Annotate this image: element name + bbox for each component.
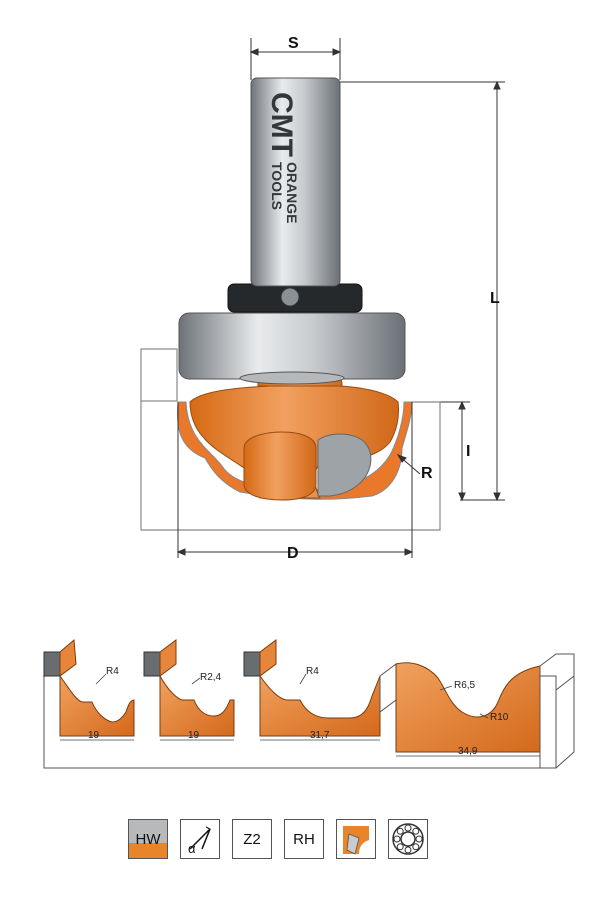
cutter-lower-boss xyxy=(243,431,317,501)
profile-strip xyxy=(42,638,575,769)
rh-icon-label: RH xyxy=(293,830,315,848)
dim-label-s: S xyxy=(288,35,299,52)
dim-label-d: D xyxy=(287,545,299,562)
hw-icon: HW xyxy=(128,819,168,859)
profile-3 xyxy=(243,639,381,737)
cutter-icon-graphic xyxy=(343,826,369,855)
dim-label-i: I xyxy=(466,443,470,460)
profile-4-radius: R6,5 xyxy=(454,680,476,691)
z2-icon: Z2 xyxy=(232,819,272,859)
length-dimension xyxy=(323,80,505,502)
profile-1-radius: R4 xyxy=(106,666,119,677)
cut-profile-band xyxy=(176,401,413,500)
cutter-icon xyxy=(336,819,376,859)
diameter-dimension xyxy=(176,402,414,558)
profile-1-width: 19 xyxy=(88,730,100,741)
logo-cmt: CMT xyxy=(265,92,298,157)
profile-2-radius: R2,4 xyxy=(200,672,222,683)
bearing-ring xyxy=(178,312,406,380)
profile-2 xyxy=(143,639,235,737)
profile-width-dims xyxy=(60,739,540,757)
bearing-inner-hole xyxy=(239,371,345,385)
profile-4-radius-2: R10 xyxy=(490,712,509,723)
hw-icon-label: HW xyxy=(135,830,161,848)
rh-icon: RH xyxy=(284,819,324,859)
profile-4-width: 34,9 xyxy=(458,746,478,757)
logo-tools: TOOLS xyxy=(269,162,285,210)
workpiece-outline xyxy=(140,348,441,531)
profile-2-width: 19 xyxy=(188,730,200,741)
set-screw-icon xyxy=(280,287,300,307)
angle-icon: α xyxy=(180,819,220,859)
bearing-icon-graphic xyxy=(392,823,424,855)
profile-4 xyxy=(379,653,575,769)
cut-height-dimension xyxy=(440,400,470,502)
shank xyxy=(250,77,341,287)
cmt-logo: CMT ORANGE TOOLS xyxy=(265,92,300,223)
carbide-blade xyxy=(317,433,372,497)
dim-label-r: R xyxy=(421,465,433,482)
profile-1 xyxy=(42,638,135,737)
z2-icon-label: Z2 xyxy=(243,830,261,848)
logo-orange: ORANGE xyxy=(284,162,300,223)
profile-leaders xyxy=(95,673,489,719)
shank-dimension xyxy=(249,38,342,80)
radius-indicator xyxy=(396,454,421,475)
profile-3-width: 31,7 xyxy=(310,730,330,741)
svg-text:α: α xyxy=(188,841,196,856)
bearing-icon xyxy=(388,819,428,859)
angle-icon-graphic: α xyxy=(188,826,211,856)
dim-label-l: L xyxy=(490,290,500,307)
profile-3-radius: R4 xyxy=(306,666,319,677)
